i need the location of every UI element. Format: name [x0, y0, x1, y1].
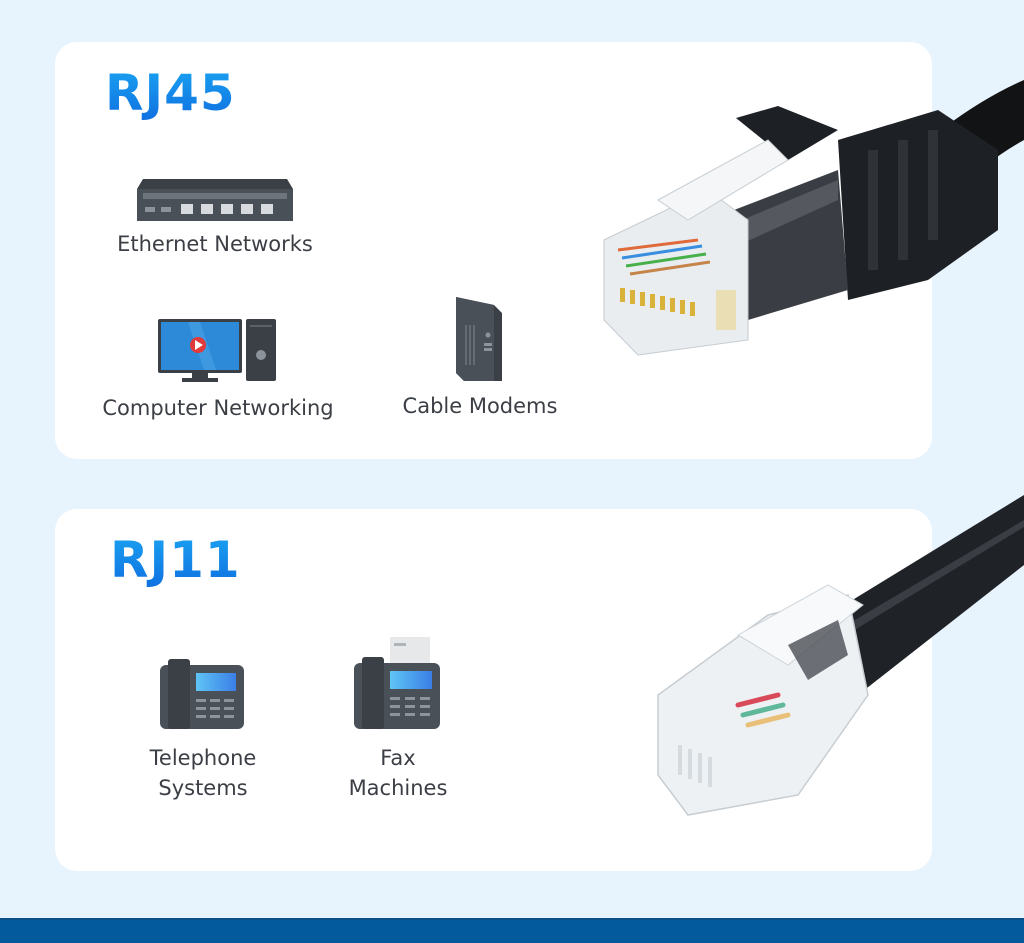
rj11-title: RJ11	[110, 531, 241, 589]
rj45-title: RJ45	[105, 64, 236, 122]
fax-machines-label-line2: Machines	[348, 776, 448, 800]
rj11-connector-image	[657, 495, 1024, 816]
telephone-icon	[160, 659, 244, 729]
telephone-systems-label-line2: Systems	[158, 776, 248, 800]
ethernet-networks-item: Ethernet Networks	[110, 177, 320, 259]
ethernet-networks-label: Ethernet Networks	[117, 232, 313, 256]
cable-modems-item: Cable Modems	[390, 295, 570, 421]
telephone-systems-item: Telephone Systems	[130, 659, 276, 803]
footer-bar	[0, 918, 1024, 943]
rj45-connector-image	[603, 80, 1024, 356]
computer-networking-label: Computer Networking	[102, 396, 334, 420]
computer-networking-item: Computer Networking	[93, 317, 343, 423]
fax-machine-icon	[354, 637, 440, 729]
cable-modem-icon	[456, 297, 502, 381]
fax-machines-item: Fax Machines	[325, 637, 471, 803]
cable-modems-label: Cable Modems	[402, 394, 558, 418]
telephone-systems-label-line1: Telephone	[149, 746, 257, 770]
rj11-card: RJ11 Telephone Systems	[55, 509, 932, 871]
network-switch-icon	[137, 179, 293, 221]
fax-machines-label-line1: Fax	[380, 746, 416, 770]
desktop-computer-icon	[158, 319, 276, 382]
